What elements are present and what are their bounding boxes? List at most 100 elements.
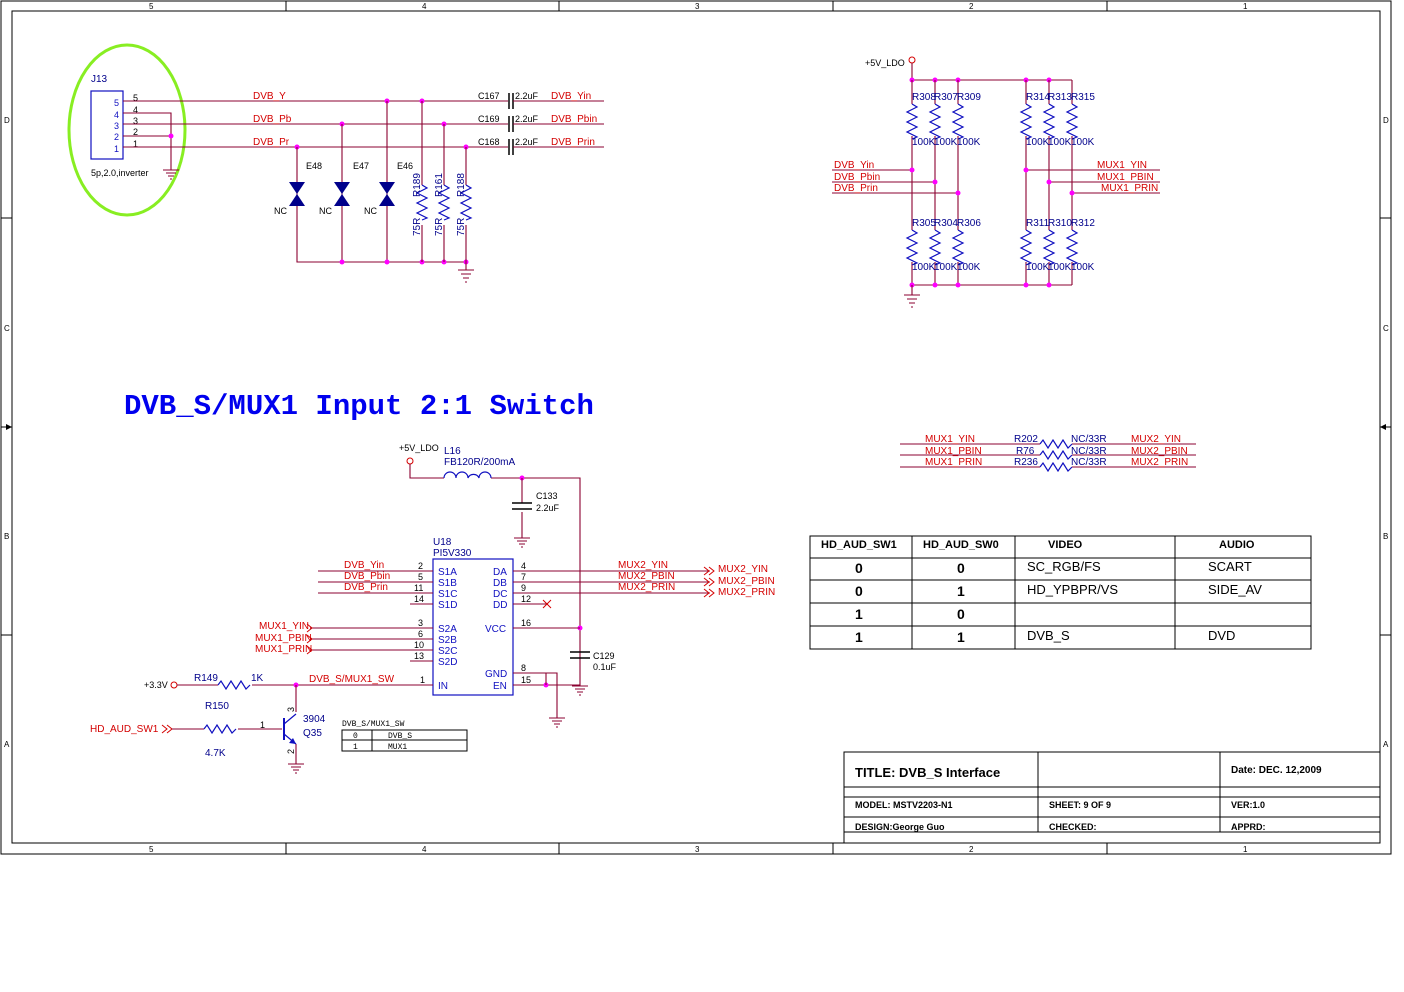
ic-num-10: 10: [414, 640, 424, 650]
bias-ref-r307: R307: [934, 92, 958, 103]
cap-net-c168: DVB_Prin: [551, 137, 595, 148]
col-label-2-bottom: 2: [969, 845, 974, 854]
connector-pin-label-4: 4: [114, 110, 119, 120]
connector-pin-num-1: 1: [133, 139, 138, 149]
truth-table: HD_AUD_SW1 HD_AUD_SW0 VIDEO AUDIO 0 0 0 …: [809, 535, 1312, 650]
connector-pin-label-2: 2: [114, 132, 119, 142]
title-model: MODEL: MSTV2203-N1: [855, 800, 953, 810]
series-in-net-1: MUX1_PBIN: [925, 446, 982, 457]
ic-num-11: 11: [414, 583, 423, 593]
control-circuit: +3.3V R149 1K HD_AUD_SW1 R150 4.7K 3904 …: [90, 673, 326, 774]
ic-left-net-dvb-prin: DVB_Prin: [344, 582, 388, 593]
ic-num-14: 14: [414, 594, 424, 604]
ic-pin-dd: DD: [493, 600, 507, 611]
frame-column-labels: 5 4 3 2 1 5 4 3 2 1 D C B A D C B A: [4, 2, 1389, 854]
connector-pin-num-5: 5: [133, 93, 138, 103]
cap-c168: C168 2.2uF DVB_Prin: [478, 137, 604, 155]
bias-value-r312: 100K: [1071, 262, 1095, 273]
out-port-mux2-pbin: MUX2_PBIN: [718, 576, 775, 587]
net-dvb-pr: DVB_Pr: [253, 137, 290, 148]
esd-value-e46: NC: [364, 206, 377, 216]
bias-left-net-pbin: DVB_Pbin: [834, 172, 880, 183]
series-value-r236: NC/33R: [1071, 457, 1107, 468]
ic-part: PI5V330: [433, 548, 472, 559]
pullup-ref: R149: [194, 673, 218, 684]
ic-pin-en: EN: [493, 681, 507, 692]
cap-net-c169: DVB_Pbin: [551, 114, 597, 125]
term-value-r188: 75R: [456, 218, 467, 236]
ic-pin-gnd: GND: [485, 669, 507, 680]
bias-value-r306: 100K: [957, 262, 981, 273]
cap-ref-c129: C129: [593, 651, 615, 661]
mini-table: DVB_S/MUX1_SW 0 DVB_S 1 MUX1: [341, 720, 468, 752]
ic-num-1: 1: [420, 675, 425, 685]
mini-table-title: DVB_S/MUX1_SW: [342, 720, 405, 729]
col-label-5-top: 5: [149, 2, 154, 11]
inductor-value: FB120R/200mA: [444, 457, 515, 468]
title-design: DESIGN:George Guo: [855, 822, 945, 832]
bias-value-r311: 100K: [1026, 262, 1050, 273]
base-ref: R150: [205, 701, 229, 712]
transistor-pin-1: 1: [260, 720, 265, 730]
title-ver: VER:1.0: [1231, 800, 1265, 810]
bias-ref-r309: R309: [957, 92, 981, 103]
esd-diode-e48: E48 NC: [274, 161, 322, 216]
cap-ref-c133: C133: [536, 491, 558, 501]
transistor-pin-2: 2: [286, 749, 296, 754]
esd-diodes: E48 NC E47 NC E46 NC: [274, 101, 474, 283]
connector-pin-num-3: 3: [133, 116, 138, 126]
truth-r3-sw0: 1: [957, 629, 965, 645]
series-value-r202: NC/33R: [1071, 434, 1107, 445]
coupling-caps: C167 2.2uF DVB_Yin C169 2.2uF DVB_Pbin C…: [478, 91, 604, 155]
page-heading: DVB_S/MUX1 Input 2:1 Switch: [124, 390, 594, 423]
truth-header-sw1: HD_AUD_SW1: [821, 539, 897, 551]
bias-ref-r312: R312: [1071, 218, 1095, 229]
ic-right-net-mux2-pbin: MUX2_PBIN: [618, 571, 675, 582]
ic-num-16: 16: [521, 618, 531, 628]
truth-r1-sw1: 0: [855, 583, 863, 599]
series-value-r76: NC/33R: [1071, 446, 1107, 457]
title-sheet: SHEET: 9 OF 9: [1049, 800, 1111, 810]
connector-pin-label-5: 5: [114, 98, 119, 108]
bias-left-net-prin: DVB_Prin: [834, 183, 878, 194]
title-checked: CHECKED:: [1049, 822, 1097, 832]
bias-value-r304: 100K: [934, 262, 958, 273]
ic-num-13: 13: [414, 651, 424, 661]
cap-ref-c167: C167: [478, 91, 500, 101]
col-label-5-bottom: 5: [149, 845, 154, 854]
truth-r1-video: HD_YPBPR/VS: [1027, 582, 1118, 597]
truth-r2-sw0: 0: [957, 606, 965, 622]
ic-num-2: 2: [418, 561, 423, 571]
ic-left-net-sw: DVB_S/MUX1_SW: [309, 674, 395, 685]
ic-pin-da: DA: [493, 567, 507, 578]
cap-value-c133: 2.2uF: [536, 503, 560, 513]
ic-pin-s2a: S2A: [438, 624, 457, 635]
col-label-3-bottom: 3: [695, 845, 700, 854]
bias-value-r305: 100K: [912, 262, 936, 273]
truth-header-audio: AUDIO: [1219, 539, 1255, 551]
ic-left-net-dvb-pbin: DVB_Pbin: [344, 571, 390, 582]
truth-r1-sw0: 1: [957, 583, 965, 599]
series-out-net-1: MUX2_PBIN: [1131, 446, 1188, 457]
ic-pin-s1b: S1B: [438, 578, 457, 589]
col-label-4-top: 4: [422, 2, 427, 11]
ic-num-5: 5: [418, 572, 423, 582]
bias-value-r315: 100K: [1071, 137, 1095, 148]
bias-ref-r315: R315: [1071, 92, 1095, 103]
bias-ref-r310: R310: [1048, 218, 1072, 229]
bias-supply-label: +5V_LDO: [865, 58, 905, 68]
esd-ref-e47: E47: [353, 161, 369, 171]
out-port-mux2-prin: MUX2_PRIN: [718, 587, 775, 598]
net-dvb-y: DVB_Y: [253, 91, 286, 102]
mini-row-1-val: MUX1: [388, 743, 407, 752]
cap-value-c169: 2.2uF: [515, 114, 539, 124]
ic-pin-db: DB: [493, 578, 507, 589]
ic-left-net-dvb-yin: DVB_Yin: [344, 560, 384, 571]
series-ref-r202: R202: [1014, 434, 1038, 445]
series-ref-r236: R236: [1014, 457, 1038, 468]
term-ref-r188: R188: [456, 173, 467, 197]
ic-pin-s1c: S1C: [438, 589, 457, 600]
col-label-3-top: 3: [695, 2, 700, 11]
ic-pin-s2c: S2C: [438, 646, 457, 657]
